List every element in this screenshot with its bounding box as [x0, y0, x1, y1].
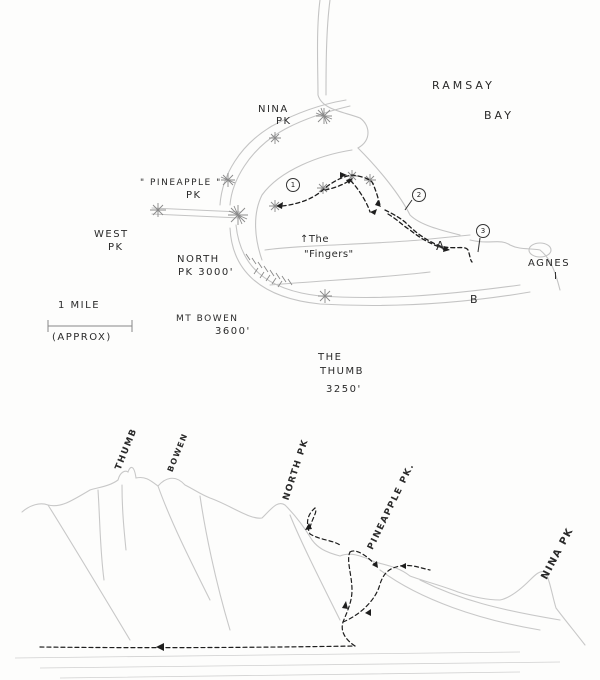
nina-pk-label-line1: NINA [258, 104, 289, 115]
plan-map-drawing [47, 0, 561, 332]
west-pk-label-line1: WEST [94, 229, 129, 240]
pineapple-pk-label-line1: " PINEAPPLE " [140, 178, 222, 188]
thumb-label-line2: THUMB [320, 366, 364, 377]
agnes-island-label-line1: AGNES [528, 258, 571, 269]
thumb-label-line1: THE [318, 352, 343, 363]
mt-bowen-label: MT BOWEN [176, 314, 239, 324]
route-marker-3: 3 [476, 224, 490, 238]
pineapple-pk-label-line2: PK [186, 190, 202, 201]
north-pk-label-line2: PK 3000' [178, 267, 234, 278]
scale-label: 1 MILE [58, 300, 101, 311]
thumb-elevation: 3250' [326, 384, 362, 395]
route-marker-1: 1 [286, 178, 300, 192]
scale-note: (APPROX) [52, 332, 112, 343]
bay-label: BAY [484, 109, 514, 122]
route-point-a: A [436, 239, 446, 253]
route-marker-2: 2 [412, 188, 426, 202]
ramsay-label: RAMSAY [432, 79, 495, 92]
fingers-label-line1: ↑The [300, 234, 329, 245]
fingers-label-line2: "Fingers" [304, 249, 354, 260]
nina-pk-label-line2: PK [276, 116, 292, 127]
profile-sketch-drawing [14, 466, 586, 679]
west-pk-label-line2: PK [108, 242, 124, 253]
agnes-island-label-line2: I [554, 271, 559, 282]
route-point-b: B [470, 293, 480, 306]
north-pk-label-line1: NORTH [177, 254, 220, 265]
mt-bowen-elevation: 3600' [215, 326, 251, 337]
